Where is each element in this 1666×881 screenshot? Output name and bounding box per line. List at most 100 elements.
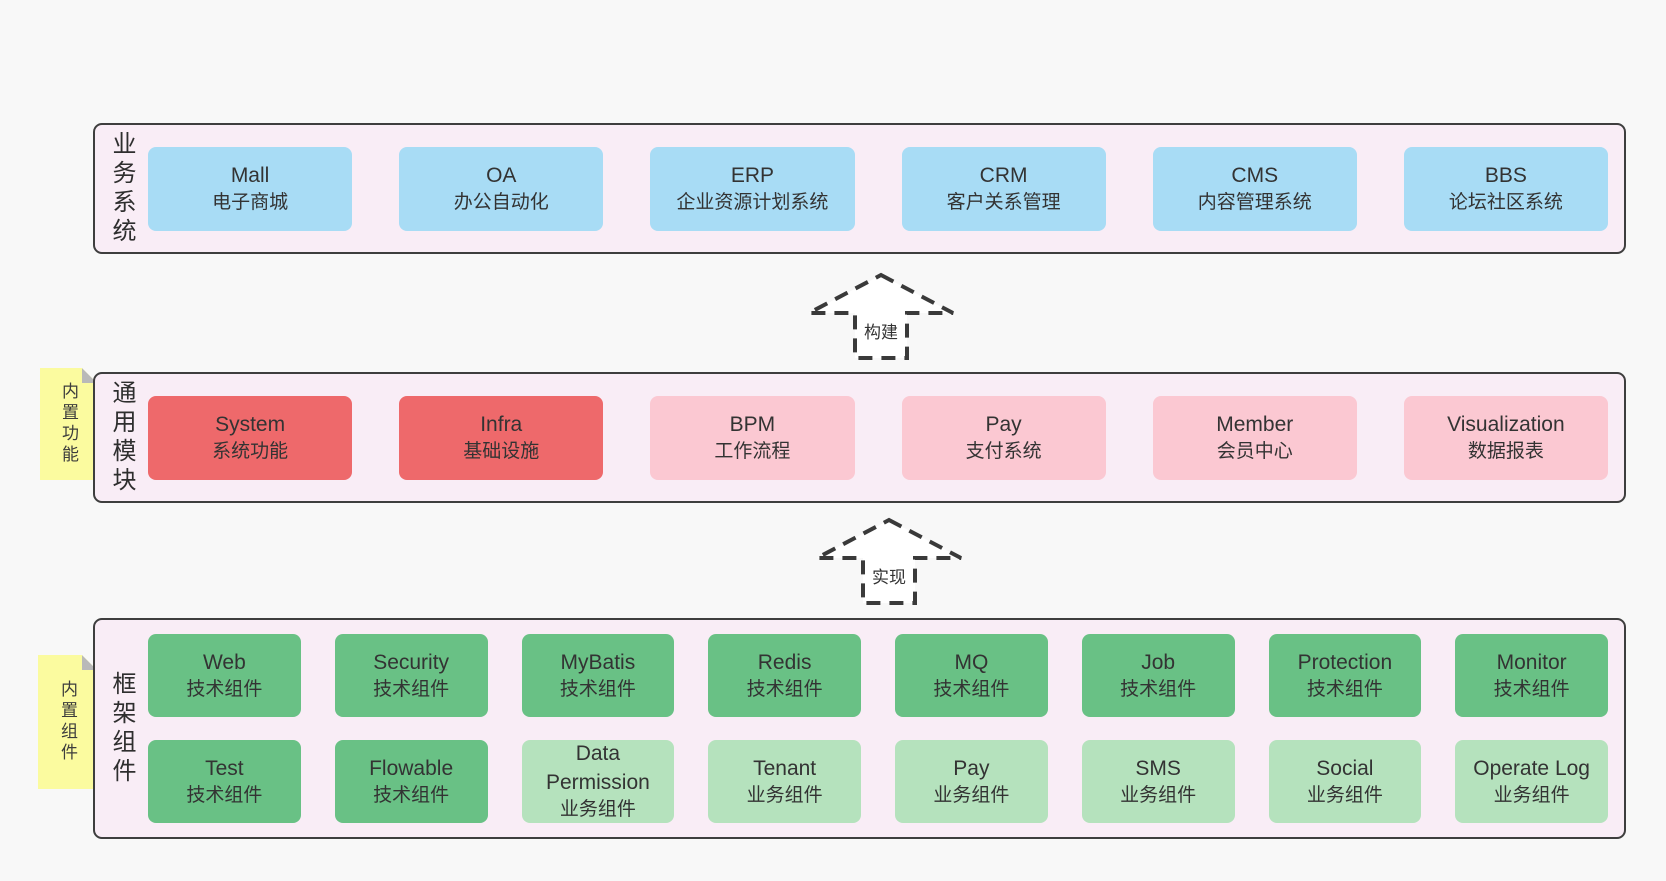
box-oa: OA 办公自动化 bbox=[399, 146, 604, 231]
box-test: Test 技术组件 bbox=[148, 740, 301, 823]
block-arrow-up-icon bbox=[808, 272, 954, 360]
box-title: Social bbox=[1316, 756, 1374, 780]
box-crm: CRM 客户关系管理 bbox=[901, 146, 1106, 231]
box-title: System bbox=[215, 412, 286, 436]
band-label-common-modules: 通用模块 bbox=[108, 379, 135, 496]
box-tenant: Tenant 业务组件 bbox=[708, 740, 861, 823]
band-framework-components: 框架组件 Web 技术组件 Security 技术组件 MyBatis 技术组件… bbox=[93, 618, 1626, 839]
box-title: Security bbox=[373, 650, 450, 674]
box-job: Job 技术组件 bbox=[1081, 634, 1235, 717]
box-title: Tenant bbox=[753, 756, 817, 780]
box-subtitle: 技术组件 bbox=[186, 678, 263, 700]
box-title: Protection bbox=[1297, 650, 1393, 674]
arrow-up-build: 构建 bbox=[806, 272, 956, 362]
box-title: Pay bbox=[953, 756, 990, 780]
band-business-systems: 业务系统 Mall 电子商城 OA 办公自动化 ERP 企业资源计划系统 CRM… bbox=[93, 123, 1626, 254]
box-title: SMS bbox=[1135, 756, 1181, 780]
box-web: Web 技术组件 bbox=[148, 634, 301, 717]
box-sms: SMS 业务组件 bbox=[1081, 740, 1235, 823]
sticky-note-label: 内置组件 bbox=[58, 680, 77, 764]
box-subtitle: 技术组件 bbox=[559, 678, 636, 700]
box-pay-module: Pay 支付系统 bbox=[901, 395, 1106, 480]
box-monitor: Monitor 技术组件 bbox=[1455, 634, 1608, 717]
box-subtitle: 工作流程 bbox=[714, 440, 791, 462]
box-subtitle: 技术组件 bbox=[933, 678, 1010, 700]
arrow-label: 实现 bbox=[870, 563, 908, 588]
box-data-permission: Data Permission 业务组件 bbox=[521, 740, 675, 823]
box-subtitle: 技术组件 bbox=[373, 784, 450, 806]
sticky-note-label: 内置功能 bbox=[59, 382, 78, 466]
box-title: ERP bbox=[730, 163, 774, 187]
sticky-note-built-in-features: 内置功能 bbox=[40, 368, 97, 480]
block-arrow-up-icon bbox=[816, 517, 962, 605]
box-title: Job bbox=[1141, 650, 1176, 674]
box-title: Web bbox=[202, 650, 246, 674]
box-subtitle: 技术组件 bbox=[1493, 678, 1570, 700]
box-operate-log: Operate Log 业务组件 bbox=[1455, 740, 1608, 823]
box-subtitle: 业务组件 bbox=[933, 784, 1010, 806]
box-mq: MQ 技术组件 bbox=[895, 634, 1048, 717]
box-subtitle: 技术组件 bbox=[1306, 678, 1383, 700]
box-title: Data Permission bbox=[545, 742, 650, 794]
box-title: CMS bbox=[1231, 163, 1279, 187]
band-label-business-systems: 业务系统 bbox=[108, 130, 135, 247]
box-subtitle: 业务组件 bbox=[559, 799, 636, 821]
box-redis: Redis 技术组件 bbox=[708, 634, 861, 717]
box-bpm: BPM 工作流程 bbox=[650, 395, 855, 480]
band-content: System 系统功能 Infra 基础设施 BPM 工作流程 Pay 支付系统… bbox=[148, 374, 1624, 501]
box-infra: Infra 基础设施 bbox=[399, 395, 604, 480]
band-content: Web 技术组件 Security 技术组件 MyBatis 技术组件 Redi… bbox=[148, 620, 1624, 837]
box-subtitle: 基础设施 bbox=[463, 440, 540, 462]
box-title: Pay bbox=[985, 412, 1022, 436]
box-title: Mall bbox=[230, 163, 270, 187]
arrow-up-implement: 实现 bbox=[814, 517, 964, 607]
box-member: Member 会员中心 bbox=[1152, 395, 1357, 480]
box-social: Social 业务组件 bbox=[1268, 740, 1422, 823]
box-title: BPM bbox=[729, 412, 776, 436]
band-content: Mall 电子商城 OA 办公自动化 ERP 企业资源计划系统 CRM 客户关系… bbox=[148, 125, 1624, 252]
box-subtitle: 业务组件 bbox=[746, 784, 823, 806]
box-flowable: Flowable 技术组件 bbox=[334, 740, 488, 823]
box-subtitle: 技术组件 bbox=[186, 784, 263, 806]
box-bbs: BBS 论坛社区系统 bbox=[1403, 146, 1608, 231]
box-title: Infra bbox=[480, 412, 523, 436]
sticky-note-built-in-components: 内置组件 bbox=[38, 655, 97, 789]
box-title: MyBatis bbox=[560, 650, 636, 674]
box-subtitle: 客户关系管理 bbox=[946, 191, 1061, 213]
box-title: Test bbox=[205, 756, 244, 780]
box-subtitle: 论坛社区系统 bbox=[1448, 191, 1563, 213]
box-title: Member bbox=[1216, 412, 1294, 436]
box-title: Redis bbox=[757, 650, 812, 674]
box-subtitle: 业务组件 bbox=[1306, 784, 1383, 806]
box-security: Security 技术组件 bbox=[334, 634, 488, 717]
box-protection: Protection 技术组件 bbox=[1268, 634, 1422, 717]
box-visualization: Visualization 数据报表 bbox=[1403, 395, 1608, 480]
box-subtitle: 电子商城 bbox=[212, 191, 289, 213]
box-title: Flowable bbox=[369, 756, 454, 780]
box-subtitle: 系统功能 bbox=[212, 440, 289, 462]
box-subtitle: 技术组件 bbox=[1120, 678, 1197, 700]
box-title: Monitor bbox=[1496, 650, 1567, 674]
box-cms: CMS 内容管理系统 bbox=[1152, 146, 1357, 231]
arrow-label: 构建 bbox=[862, 318, 900, 343]
box-title: Visualization bbox=[1447, 412, 1565, 436]
box-title: CRM bbox=[979, 163, 1028, 187]
box-subtitle: 支付系统 bbox=[965, 440, 1042, 462]
box-subtitle: 技术组件 bbox=[746, 678, 823, 700]
box-erp: ERP 企业资源计划系统 bbox=[650, 146, 855, 231]
box-title: MQ bbox=[954, 650, 989, 674]
box-title: OA bbox=[486, 163, 517, 187]
box-subtitle: 办公自动化 bbox=[453, 191, 549, 213]
box-title: BBS bbox=[1484, 163, 1527, 187]
box-subtitle: 业务组件 bbox=[1120, 784, 1197, 806]
box-mybatis: MyBatis 技术组件 bbox=[521, 634, 675, 717]
box-title: Operate Log bbox=[1473, 756, 1590, 780]
box-mall: Mall 电子商城 bbox=[148, 146, 353, 231]
box-subtitle: 会员中心 bbox=[1216, 440, 1293, 462]
box-subtitle: 数据报表 bbox=[1467, 440, 1544, 462]
box-subtitle: 技术组件 bbox=[373, 678, 450, 700]
box-system: System 系统功能 bbox=[148, 395, 353, 480]
box-pay-component: Pay 业务组件 bbox=[895, 740, 1048, 823]
box-subtitle: 内容管理系统 bbox=[1197, 191, 1312, 213]
band-label-framework-components: 框架组件 bbox=[108, 670, 135, 787]
